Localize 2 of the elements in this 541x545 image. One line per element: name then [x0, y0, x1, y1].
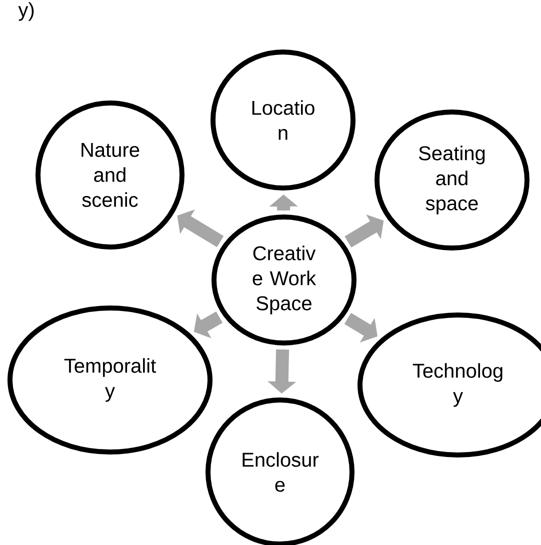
block-arrow — [344, 214, 384, 248]
text-fragment: y) — [18, 2, 34, 21]
